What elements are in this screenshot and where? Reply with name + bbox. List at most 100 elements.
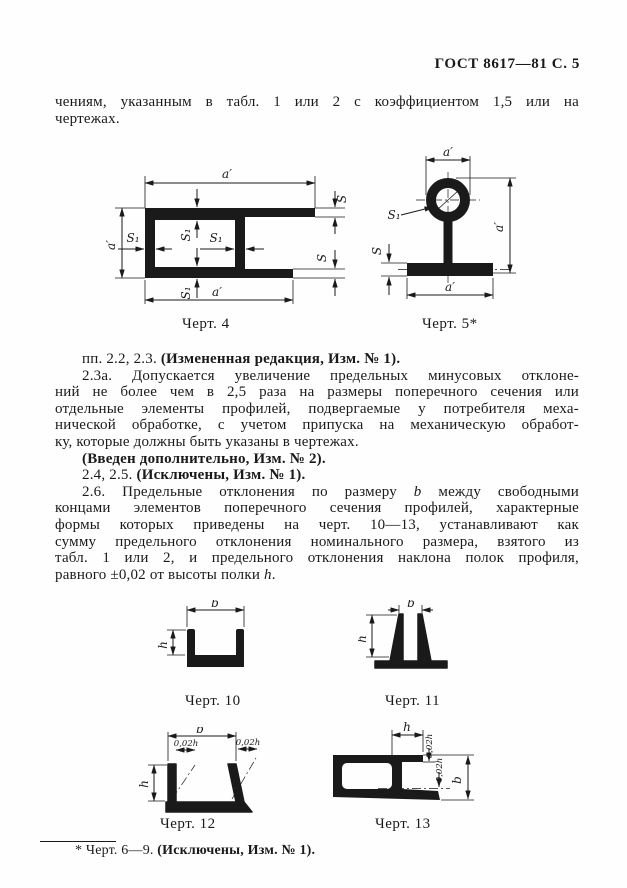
text-segment: пп. 2.2, 2.3. [82,351,161,367]
text-segment: (Измененная редакция, Изм. № 1). [160,351,401,367]
intro-text: чениям, указанным в табл. 1 или 2 с коэф… [55,94,579,127]
figure-11-drawing: b h [358,600,458,680]
profile-shape [165,763,253,813]
text-segment: b [413,483,422,500]
dimension-lines: b h [358,600,433,658]
tilt-axis-lines [171,757,257,800]
profile-shape [187,629,244,667]
text-segment: . [271,566,276,583]
fig5-dim-a-bottom: a′ [445,280,455,294]
text-line: равного ±0,02 от высоты полки h. [55,567,579,584]
text-segment: (Исключены, Изм. № 1). [136,467,306,484]
fig4-dim-s1-mid: S₁ [209,231,222,245]
fig12-dim-b: b [196,727,204,736]
fig5-dim-a-right: a′ [492,222,506,232]
text-line: ний не более чем в 2,5 раза на размеры п… [55,384,579,401]
text-line: чениям, указанным в табл. 1 или 2 с коэф… [55,94,579,111]
figure-13-svg: h 0,02h 0,02h b [333,722,474,801]
text-segment: чертежах. [55,110,120,127]
fig4-dim-s1-bottom: S₁ [179,286,193,299]
text-segment: ку, которые должны быть указаны в чертеж… [55,433,359,450]
profile-shape [145,208,315,278]
figure-10-caption: Черт. 10 [185,693,241,709]
paragraph: 2.6. Предельные отклонения по размеру b … [55,484,579,584]
figure-5-drawing: a′ a′ a′ S₁ S [370,145,535,305]
fig4-dim-s-bottom: S [315,254,329,262]
text-line: концами элементов поперечного сечения пр… [55,500,579,517]
paragraph: * Черт. 6—9. (Исключены, Изм. № 1). [75,843,495,859]
fig4-dim-a-bottom: a′ [212,285,222,299]
fig13-tol-top: 0,02h [425,734,435,758]
text-segment: табл. 1 или 2, и предельного отклонения … [55,550,579,567]
fig13-tol-mid: 0,02h [435,758,445,782]
fig11-dim-b: b [407,600,415,610]
fig4-dim-s1-left: S₁ [126,231,139,245]
fig10-dim-b: b [211,600,219,610]
paragraph: 2.3а. Допускается увеличение предельных … [55,368,579,451]
text-segment: 2.6. Предельные отклонения по размеру [82,483,414,500]
figure-5-caption: Черт. 5* [422,316,478,332]
figure-12-svg: b 0,02h 0,02h h [138,727,260,813]
text-segment: (Исключены, Изм. № 1). [157,843,316,858]
text-segment: нической обработке, с учетом припуска на… [55,417,579,434]
text-segment: равного ±0,02 от высоты полки [55,566,265,583]
text-segment: чениям, указанным в табл. 1 или 2 с коэф… [55,94,579,110]
figure-4-svg: a′ a′ a′ S₁ S₁ S₁ [104,167,349,304]
figure-12-drawing: b 0,02h 0,02h h [138,727,263,819]
fig11-dim-h: h [358,635,369,643]
dimension-lines: b h [158,600,245,656]
text-segment: (Введен дополнительно, Изм. № 2). [82,450,326,467]
text-segment: формы которых приведены на черт. 10—13, … [55,516,579,533]
page-header: ГОСТ 8617—81 С. 5 [434,56,580,72]
paragraph: пп. 2.2, 2.3. (Измененная редакция, Изм.… [55,351,579,368]
figure-10-drawing: b h [158,600,258,680]
text-line: нической обработке, с учетом припуска на… [55,417,579,434]
dimension-lines: a′ a′ a′ S₁ S [370,145,516,299]
profile-shape [333,755,440,800]
text-segment: сумму предельного отклонения номинальног… [55,533,579,550]
text-segment: отдельные элементы профилей, подвергаемы… [55,400,579,417]
paragraph: (Введен дополнительно, Изм. № 2). [55,451,579,468]
fig13-dim-h: h [403,722,411,734]
text-line: пп. 2.2, 2.3. (Измененная редакция, Изм.… [55,351,579,368]
text-line: ку, которые должны быть указаны в чертеж… [55,434,579,451]
text-line: 2.4, 2.5. (Исключены, Изм. № 1). [55,467,579,484]
fig4-dim-a-left: a′ [104,240,118,250]
dimension-lines: b 0,02h 0,02h h [138,727,260,802]
text-segment: * Черт. 6—9. [75,843,158,858]
text-line: сумму предельного отклонения номинальног… [55,534,579,551]
text-segment: ний не более чем в 2,5 раза на размеры п… [55,384,579,401]
center-lines [398,172,512,283]
figure-11-caption: Черт. 11 [385,693,441,709]
dimension-lines: h 0,02h 0,02h b [391,722,474,801]
figure-11-svg: b h [358,600,448,669]
figure-13-caption: Черт. 13 [375,816,431,832]
fig12-tol-left: 0,02h [174,739,198,749]
profile-shape [374,613,448,669]
fig4-dim-s-top: S [335,195,349,203]
text-line: (Введен дополнительно, Изм. № 2). [55,451,579,468]
paragraph: чениям, указанным в табл. 1 или 2 с коэф… [55,94,579,127]
footnote-rule [40,841,116,842]
text-segment: концами элементов поперечного сечения пр… [55,500,579,517]
text-line: чертежах. [55,111,579,128]
fig5-dim-s1: S₁ [387,208,400,222]
text-segment: между свободными [421,483,579,500]
figure-10-svg: b h [158,600,245,667]
text-line: формы которых приведены на черт. 10—13, … [55,517,579,534]
fig10-dim-h: h [158,641,170,649]
fig12-dim-h: h [138,780,151,788]
text-segment: h [264,566,272,583]
text-line: 2.3а. Допускается увеличение предельных … [55,368,579,385]
fig4-dim-s1-top: S₁ [179,228,193,241]
figure-4-caption: Черт. 4 [182,316,230,332]
profile-shape [407,178,493,276]
footnote-text: * Черт. 6—9. (Исключены, Изм. № 1). [75,843,495,859]
dimension-lines: a′ a′ a′ S₁ S₁ S₁ [104,167,349,304]
text-line: 2.6. Предельные отклонения по размеру b … [55,484,579,501]
text-segment: 2.3а. Допускается увеличение предельных … [82,367,579,384]
text-line: * Черт. 6—9. (Исключены, Изм. № 1). [75,843,495,859]
paragraph: 2.4, 2.5. (Исключены, Изм. № 1). [55,467,579,484]
fig12-tol-right: 0,02h [236,738,260,748]
figure-12-caption: Черт. 12 [160,816,216,832]
